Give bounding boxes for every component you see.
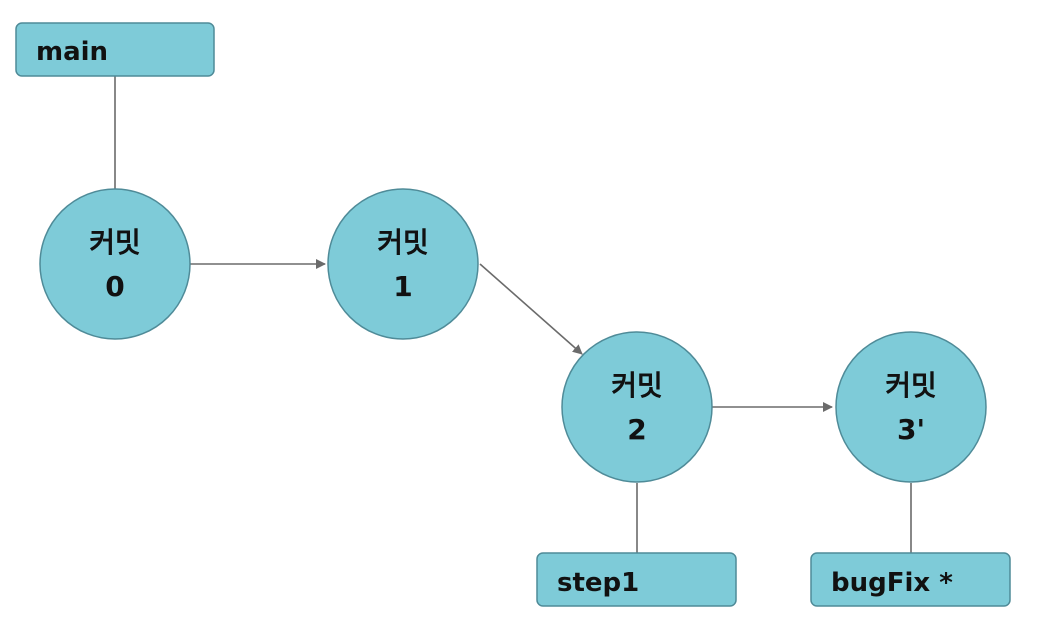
commit-node-0-id: 0 [105,270,124,303]
commit-node-3[interactable]: 커밋 3' [835,331,987,483]
commit-node-2[interactable]: 커밋 2 [561,331,713,483]
branch-label-bugfix[interactable]: bugFix * [810,552,1011,607]
branch-label-step1-text: step1 [557,568,639,598]
commit-node-1-id: 1 [393,270,412,303]
branch-label-step1[interactable]: step1 [536,552,737,607]
commit-node-3-title: 커밋 [885,369,937,402]
commit-node-3-id: 3' [897,413,925,446]
commit-node-2-title: 커밋 [611,369,663,402]
branch-label-main-text: main [36,37,108,67]
edge-commit-1-to-2 [479,263,583,355]
commit-node-1-title: 커밋 [377,226,429,259]
commit-node-2-id: 2 [627,413,646,446]
commit-node-0[interactable]: 커밋 0 [39,188,191,340]
commit-node-1[interactable]: 커밋 1 [327,188,479,340]
commit-node-0-title: 커밋 [89,226,141,259]
branch-label-bugfix-text: bugFix * [831,568,953,598]
branch-label-main[interactable]: main [15,22,215,77]
